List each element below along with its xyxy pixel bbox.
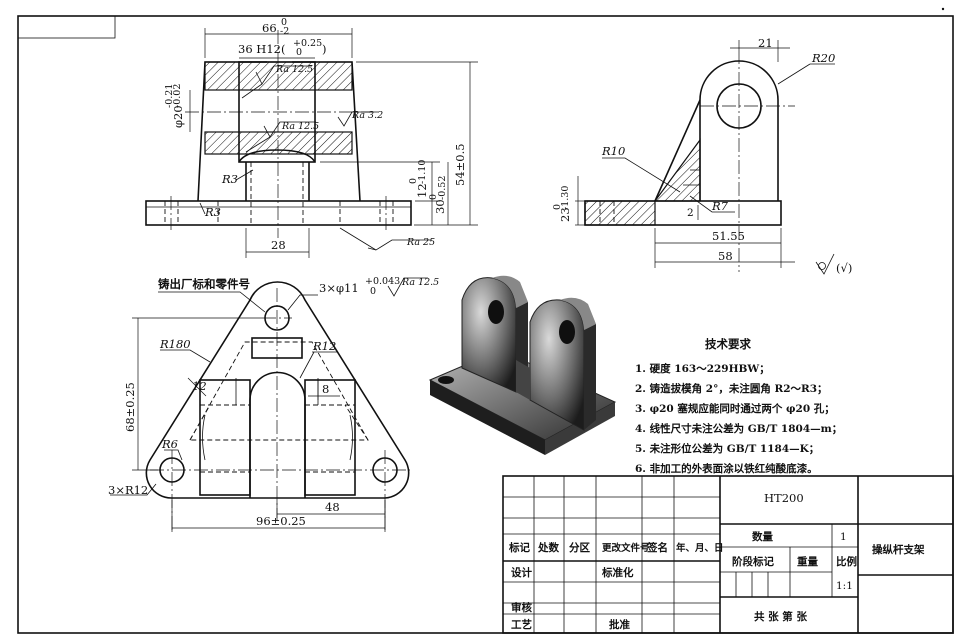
tb-h-mark: 标记: [508, 541, 530, 554]
rough-bottom: Ra 25: [406, 237, 435, 248]
dim-inner-tol-upper: +0.25: [293, 38, 322, 49]
tb-sheets: 共 张 第 张: [754, 610, 807, 623]
tech-title: 技术要求: [705, 337, 751, 351]
dim-bottom-width: 28: [271, 238, 286, 252]
dim-top-width-tol-lower: -2: [280, 26, 289, 37]
rough-mid: Ra 12.5: [281, 121, 319, 132]
tb-part-name: 操纵杆支架: [872, 543, 925, 556]
tb-qty-label: 数量: [751, 530, 773, 543]
dim-48: 48: [325, 500, 340, 514]
dim-holes: 3×φ11: [319, 281, 359, 295]
tech-item-2: 2. 铸造拔模角 2°，未注圆角 R2～R3；: [635, 382, 828, 395]
tech-item-1: 1. 硬度 163～229HBW；: [635, 362, 770, 375]
dim-inner-close: ): [322, 42, 327, 56]
dim-rib: 2: [687, 207, 694, 219]
radius-r10: R10: [601, 144, 625, 158]
dim-top-width: 66: [262, 21, 277, 35]
dim-96: 96±0.25: [256, 514, 306, 528]
tb-material: HT200: [764, 491, 804, 505]
radius-r12: R12: [312, 339, 336, 353]
dim-holes-tol-lower: 0: [370, 286, 376, 297]
rough-top: Ra 12.5: [275, 64, 313, 75]
dim-inner: 36 H12(: [238, 42, 285, 56]
rough-holes: Ra 12.5: [401, 277, 439, 288]
tb-scale-value: 1:1: [836, 580, 853, 592]
dim-h12-tol-lower: -1.10: [417, 160, 428, 184]
dim-12: 12: [192, 379, 207, 393]
drawing-frame: [17, 7, 954, 634]
tb-approve: 批准: [609, 618, 630, 631]
dim-h30-tol-lower: -0.52: [437, 176, 448, 200]
tb-scale-label: 比例: [836, 555, 857, 568]
radius-r180: R180: [159, 337, 191, 351]
dim-base-height-tol-lower: -1.30: [560, 186, 571, 210]
general-roughness-symbol: (√): [815, 253, 852, 275]
dim-bore-left-tol-lower: -0.02: [172, 84, 183, 108]
dim-68: 68±0.25: [123, 382, 137, 432]
isometric-render: [428, 275, 617, 455]
radius-r20: R20: [811, 51, 835, 65]
tb-h-doc: 更改文件号: [602, 542, 650, 554]
dim-bore-left-tol-upper: -0.21: [164, 84, 175, 108]
radius-3r12: 3×R12: [108, 483, 148, 497]
title-block: HT200 标记 处数 分区 更改文件号 签名 年、月、日 设计 标准化 审核 …: [502, 475, 954, 634]
tb-stage-label: 阶段标记: [732, 555, 774, 568]
tb-review: 审核: [511, 601, 532, 614]
tech-item-4: 4. 线性尺寸未注公差为 GB/T 1804—m；: [635, 422, 842, 435]
tb-h-date: 年、月、日: [676, 542, 724, 554]
tb-design: 设计: [511, 566, 532, 579]
tb-process: 工艺: [511, 618, 532, 631]
radius-r3-a: R3: [221, 172, 238, 186]
tb-standard: 标准化: [601, 566, 634, 579]
dim-8: 8: [322, 382, 329, 396]
dim-width-b: 58: [718, 249, 733, 263]
dim-top: 21: [758, 36, 773, 50]
tb-h-sign: 签名: [646, 541, 668, 554]
technical-requirements: 技术要求 1. 硬度 163～229HBW； 2. 铸造拔模角 2°，未注圆角 …: [635, 337, 842, 475]
dim-holes-tol-upper: +0.043: [365, 276, 400, 287]
dim-width-a: 51.55: [712, 229, 745, 243]
dim-bore-left: φ20: [171, 105, 185, 128]
dim-h12: 12: [415, 183, 429, 198]
tb-h-zone: 分区: [569, 541, 590, 554]
radius-r7: R7: [711, 199, 729, 213]
tb-weight-label: 重量: [797, 555, 818, 568]
tech-item-6: 6. 非加工的外表面涂以铁红纯酸底漆。: [635, 462, 818, 475]
radius-r3-b: R3: [204, 205, 221, 219]
dim-top-width-tol-upper: 0: [281, 17, 287, 28]
dim-inner-tol-lower: 0: [296, 47, 302, 58]
dim-h12-tol-upper: 0: [408, 178, 419, 184]
radius-r6: R6: [161, 437, 178, 451]
general-roughness: (√): [836, 261, 852, 275]
front-view: 66 0 -2 36 H12( +0.25 0 ) φ20 -0.21 -0.0…: [145, 17, 478, 258]
dim-base-height-tol-upper: 0: [552, 204, 563, 210]
label-marking: 铸出厂标和零件号: [158, 277, 250, 291]
side-view: 21 R20 R10 R7 2 23 0 -1.30 51.55 58 (√): [552, 36, 852, 275]
tech-item-5: 5. 未注形位公差为 GB/T 1184—K；: [635, 442, 819, 455]
dim-h30: 30: [433, 199, 447, 214]
tech-item-3: 3. φ20 塞规应能同时通过两个 φ20 孔；: [635, 402, 835, 415]
tb-h-count: 处数: [537, 541, 559, 554]
dim-base-height: 23: [558, 207, 572, 222]
dim-height: 54±0.5: [453, 143, 467, 186]
rough-right: Ra 3.2: [351, 110, 383, 121]
dim-h30-tol-upper: 0: [428, 194, 439, 200]
tb-qty-value: 1: [840, 531, 847, 543]
top-view: 铸出厂标和零件号 3×φ11 +0.043 0 Ra 12.5 R180 R12…: [108, 276, 439, 532]
